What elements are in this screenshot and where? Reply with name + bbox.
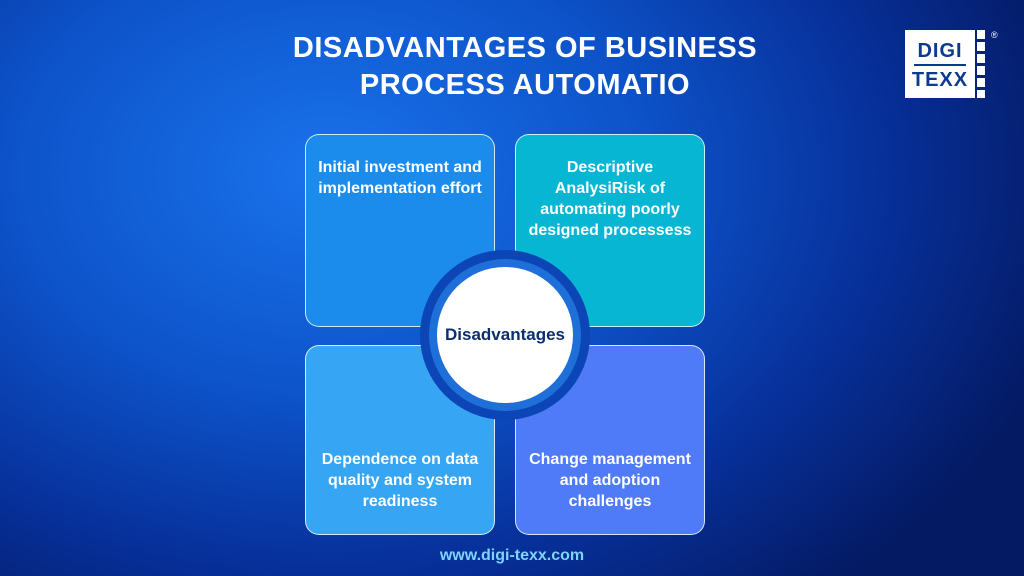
digitexx-logo: DIGI TEXX ® — [905, 30, 998, 98]
quadrant-text: Descriptive AnalysiRisk of automating po… — [528, 159, 692, 239]
page-title: DISADVANTAGES OF BUSINESS PROCESS AUTOMA… — [190, 30, 860, 104]
logo-text-top: DIGI — [917, 40, 963, 62]
title-line-2: PROCESS AUTOMATIO — [359, 69, 691, 101]
quadrant-text: Dependence on data quality and system re… — [321, 451, 479, 510]
quadrant-data-quality: Dependence on data quality and system re… — [305, 345, 495, 535]
quadrant-initial-investment: Initial investment and implementation ef… — [305, 134, 495, 327]
logo-divider — [914, 64, 966, 66]
title-line-1: DISADVANTAGES OF BUSINESS — [292, 32, 758, 64]
logo-text-bottom: TEXX — [911, 69, 969, 91]
center-circle: Disadvantages — [437, 267, 573, 403]
center-label: Disadvantages — [445, 325, 565, 344]
logo-film-strip — [977, 30, 985, 98]
quadrant-text: Change management and adoption challenge… — [529, 451, 691, 510]
website-url: www.digi-texx.com — [439, 547, 585, 564]
registered-mark: ® — [991, 30, 998, 40]
quadrant-text: Initial investment and implementation ef… — [318, 159, 482, 197]
logo-box: DIGI TEXX — [905, 30, 975, 98]
